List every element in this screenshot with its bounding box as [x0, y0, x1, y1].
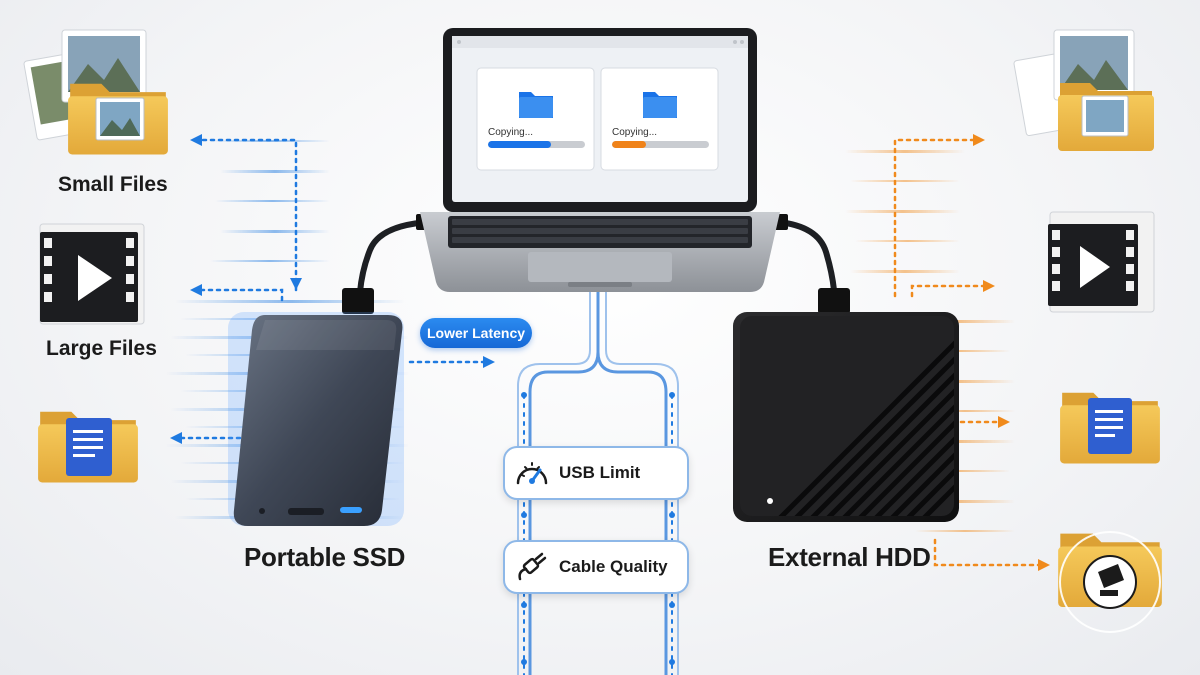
laptop [420, 28, 780, 292]
usb-limit-card: USB Limit [503, 446, 689, 500]
external-hdd [733, 312, 959, 522]
external-hdd-label: External HDD [768, 542, 931, 572]
window-1-status: Copying... [488, 127, 534, 138]
usb-cables [357, 219, 837, 295]
window-1-progress-fill [488, 141, 552, 148]
right-app-folder-icon [1058, 531, 1162, 633]
ssd-arrowheads [170, 134, 495, 444]
hdd-speed-streaks [845, 150, 1015, 532]
cable-track-nodes [521, 392, 675, 665]
left-video-file-icon [39, 223, 145, 325]
cable-quality-card: Cable Quality [503, 540, 689, 594]
laptop-window-folders [519, 92, 677, 118]
ssd-file-arrows [178, 138, 487, 440]
cable-quality-label: Cable Quality [559, 557, 668, 576]
window-2-status: Copying... [612, 127, 658, 138]
left-document-folder-icon [38, 411, 138, 483]
cable-icon [505, 542, 559, 592]
portable-ssd-label: Portable SSD [244, 542, 406, 572]
right-document-folder-icon [1060, 392, 1160, 464]
right-video-file-icon [1048, 211, 1155, 313]
speedometer-icon [505, 448, 559, 498]
small-files-label: Small Files [58, 173, 168, 196]
right-photo-folder-icon [1013, 29, 1154, 151]
large-files-label: Large Files [46, 337, 157, 360]
window-2-progress-track [612, 141, 709, 148]
window-1-progress-track [488, 141, 585, 148]
portable-ssd [228, 312, 404, 526]
lower-latency-badge: Lower Latency [420, 318, 532, 348]
usb-limit-label: USB Limit [559, 463, 641, 482]
left-photo-folder-icon [23, 29, 168, 155]
window-2-progress-fill [612, 141, 646, 148]
cable-track [517, 290, 679, 675]
hdd-arrowheads [973, 134, 1050, 571]
